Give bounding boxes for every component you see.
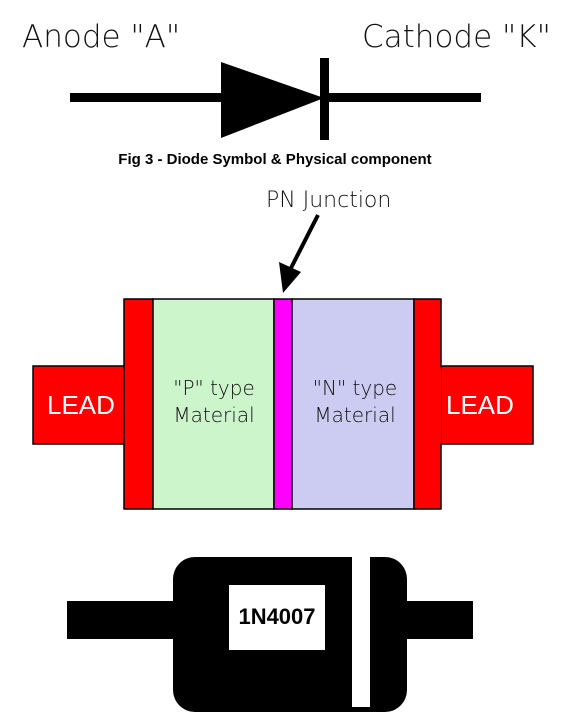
p-type-label-line2: Material xyxy=(173,403,254,427)
p-type-label-line1: "P" type xyxy=(173,376,255,400)
left-lead-cover xyxy=(125,367,132,443)
cathode-label: Cathode "K" xyxy=(362,19,551,55)
pn-junction-label: PN Junction xyxy=(266,188,391,213)
right-lead-cover xyxy=(434,367,441,443)
right-lead-label: LEAD xyxy=(446,390,514,420)
diode-symbol: Anode "A" Cathode "K" xyxy=(22,19,551,140)
right-lead-stub xyxy=(431,365,534,445)
part-number-label-box xyxy=(229,585,325,650)
diode-triangle xyxy=(221,62,324,138)
pointer-arrow-shaft xyxy=(289,214,320,269)
cathode-bar xyxy=(320,58,329,140)
n-type-label-line1: "N" type xyxy=(313,376,397,400)
left-lead-label: LEAD xyxy=(47,390,115,420)
physical-diode-component: 1N4007 xyxy=(67,557,473,712)
n-type-region xyxy=(291,298,415,510)
cathode-wire xyxy=(325,93,481,102)
cathode-band xyxy=(352,557,370,707)
anode-label: Anode "A" xyxy=(22,19,180,55)
n-type-label-line2: Material xyxy=(314,403,395,427)
anode-wire xyxy=(70,93,225,102)
junction-layer xyxy=(273,298,293,510)
figure-caption: Fig 3 - Diode Symbol & Physical componen… xyxy=(118,151,431,168)
part-number-text: 1N4007 xyxy=(238,604,315,629)
pn-junction-diagram: PN Junction LEAD "P" type Material "N" t… xyxy=(32,188,534,510)
pointer-arrow-head xyxy=(279,262,301,293)
